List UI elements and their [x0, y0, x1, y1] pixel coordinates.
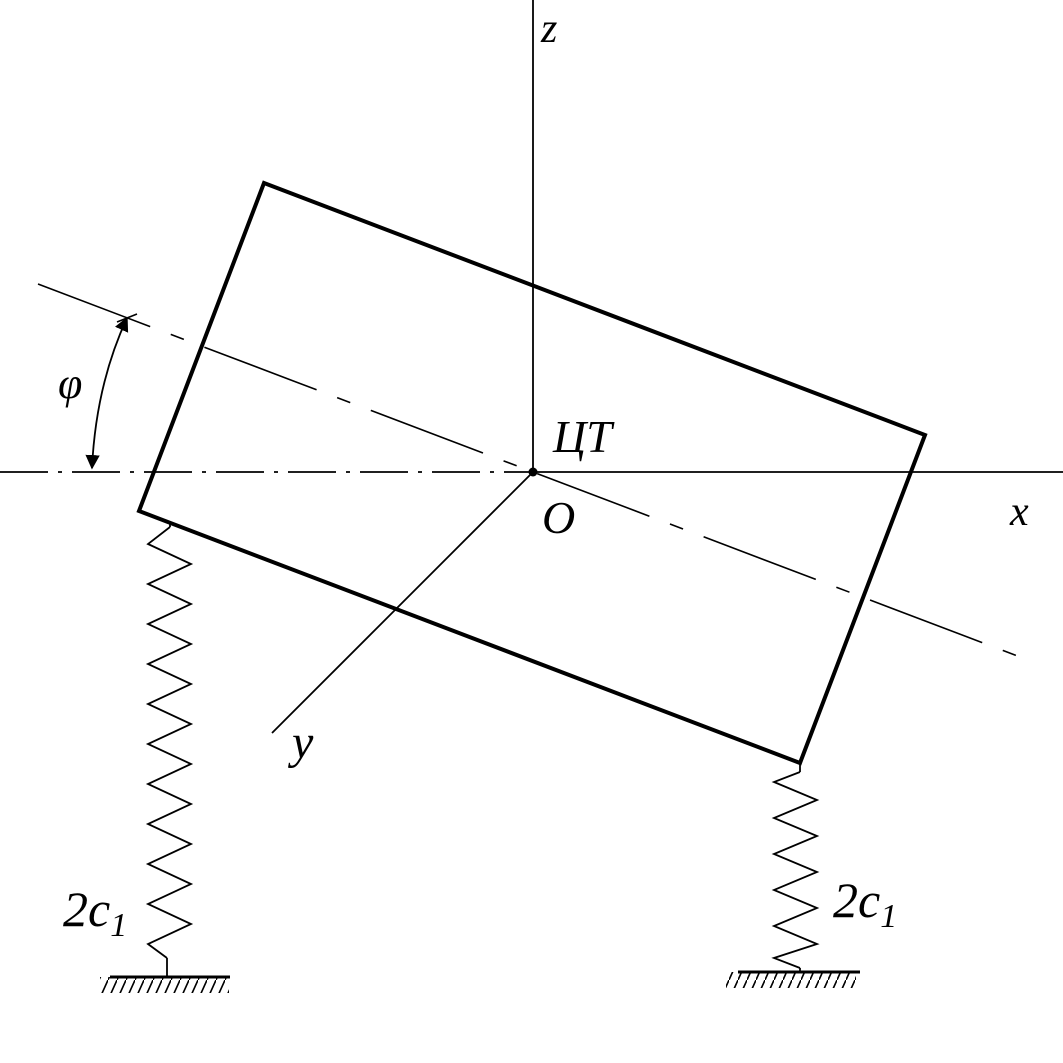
- y-axis-label: y: [287, 716, 314, 769]
- center-of-gravity-label: ЦТ: [552, 411, 615, 462]
- angle-phi-arc: [85, 316, 129, 470]
- right-spring-stiffness-label: 2c1: [833, 872, 897, 935]
- right-spring: [771, 763, 820, 971]
- angle-phi-tick: [116, 313, 138, 323]
- y-axis-line: [271, 471, 534, 734]
- z-axis-label: z: [540, 6, 557, 52]
- angle-phi-label: φ: [58, 359, 82, 408]
- right-ground-support: [726, 970, 860, 988]
- center-of-gravity-point: [528, 467, 538, 477]
- left-ground-support: [100, 975, 230, 993]
- left-spring-stiffness-label: 2c1: [63, 881, 127, 944]
- origin-label: O: [542, 492, 575, 543]
- left-spring: [145, 521, 194, 976]
- x-axis-label: x: [1009, 489, 1029, 535]
